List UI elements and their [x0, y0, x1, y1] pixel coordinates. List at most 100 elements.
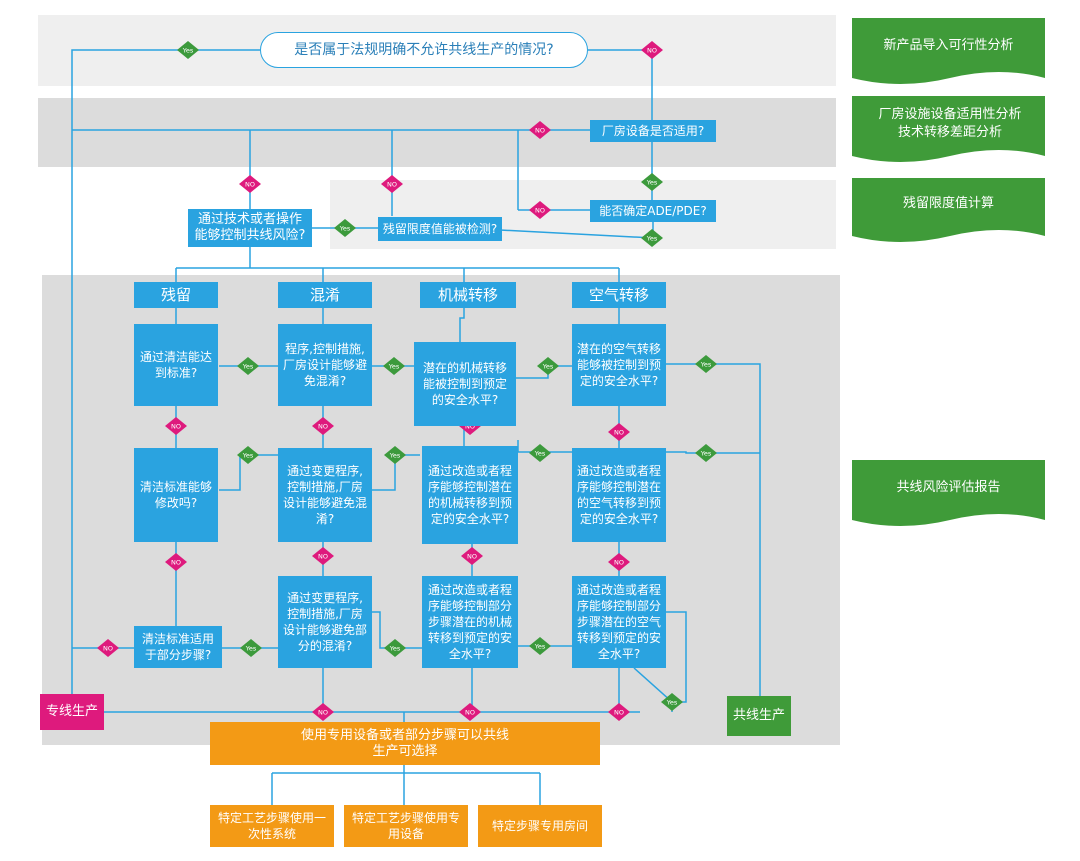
- no-diamond-shape: [529, 121, 551, 139]
- yes-diamond-label: Yes: [534, 643, 546, 651]
- mixup-avoid-question: 程序,控制措施,厂房设计能够避免混淆?: [278, 324, 372, 406]
- yes-diamond-label: Yes: [242, 452, 254, 460]
- yes-decision-diamond: Yes: [383, 357, 405, 375]
- no-decision-diamond: NO: [312, 417, 334, 435]
- no-diamond-label: NO: [171, 559, 181, 567]
- yes-diamond-label: Yes: [646, 179, 658, 187]
- regulation-question-box: 是否属于法规明确不允许共线生产的情况?: [260, 32, 588, 68]
- no-diamond-label: NO: [467, 553, 477, 561]
- no-decision-diamond: NO: [529, 121, 551, 139]
- no-decision-diamond: NO: [381, 175, 403, 193]
- yes-diamond-label: Yes: [666, 699, 678, 707]
- no-diamond-label: NO: [465, 709, 475, 717]
- no-diamond-label: NO: [465, 423, 475, 431]
- no-diamond-label: NO: [387, 181, 397, 189]
- air-partial-question: 通过改造或者程序能够控制部分步骤潜在的空气转移到预定的安全水平?: [572, 576, 666, 668]
- yes-diamond-shape: [695, 444, 717, 462]
- no-decision-diamond: NO: [461, 547, 483, 565]
- no-decision-diamond: NO: [165, 417, 187, 435]
- yes-diamond-label: Yes: [389, 645, 401, 653]
- residue-modify-question: 清洁标准能够修改吗?: [134, 448, 218, 542]
- no-diamond-shape: [608, 703, 630, 721]
- yes-diamond-shape: [641, 173, 663, 191]
- yes-diamond-shape: [383, 357, 405, 375]
- no-diamond-label: NO: [535, 207, 545, 215]
- yes-decision-diamond: Yes: [695, 444, 717, 462]
- category-header-mechanical: 机械转移: [420, 282, 516, 308]
- yes-diamond-shape: [384, 639, 406, 657]
- no-diamond-label: NO: [647, 47, 657, 55]
- yes-diamond-label: Yes: [245, 645, 257, 653]
- no-diamond-label: NO: [535, 127, 545, 135]
- yes-diamond-shape: [529, 444, 551, 462]
- shared-line-outcome: 共线生产: [727, 696, 791, 736]
- yes-decision-diamond: Yes: [695, 355, 717, 373]
- no-diamond-label: NO: [245, 181, 255, 189]
- yes-diamond-shape: [695, 355, 717, 373]
- yes-decision-diamond: Yes: [384, 639, 406, 657]
- no-diamond-shape: [529, 201, 551, 219]
- residue-detect-question-box: 残留限度值能被检测?: [378, 217, 502, 241]
- no-diamond-shape: [312, 703, 334, 721]
- yes-diamond-shape: [240, 639, 262, 657]
- yes-decision-diamond: Yes: [661, 693, 683, 711]
- yes-decision-diamond: Yes: [237, 357, 259, 375]
- no-decision-diamond: NO: [608, 553, 630, 571]
- no-diamond-shape: [459, 703, 481, 721]
- yes-diamond-label: Yes: [700, 361, 712, 369]
- no-decision-diamond: NO: [641, 41, 663, 59]
- side-doc-risk-report-label: 共线风险评估报告: [896, 480, 1001, 495]
- yes-diamond-label: Yes: [182, 47, 194, 55]
- yes-decision-diamond: Yes: [529, 444, 551, 462]
- yes-decision-diamond: Yes: [641, 229, 663, 247]
- yes-diamond-shape: [237, 357, 259, 375]
- no-diamond-label: NO: [318, 553, 328, 561]
- yes-diamond-label: Yes: [542, 363, 554, 371]
- no-diamond-label: NO: [318, 709, 328, 717]
- yes-decision-diamond: Yes: [641, 173, 663, 191]
- no-decision-diamond: NO: [312, 547, 334, 565]
- facility-question-box: 厂房设备是否适用?: [590, 120, 716, 142]
- yes-diamond-shape: [177, 41, 199, 59]
- no-diamond-label: NO: [614, 559, 624, 567]
- category-header-residue: 残留: [134, 282, 218, 308]
- no-diamond-label: NO: [318, 423, 328, 431]
- no-diamond-label: NO: [614, 429, 624, 437]
- ade-question-box: 能否确定ADE/PDE?: [590, 200, 716, 222]
- mechanical-partial-question: 通过改造或者程序能够控制部分步骤潜在的机械转移到预定的安全水平?: [422, 576, 518, 668]
- no-decision-diamond: NO: [312, 703, 334, 721]
- yes-diamond-shape: [529, 637, 551, 655]
- no-diamond-shape: [608, 423, 630, 441]
- yes-diamond-shape: [537, 357, 559, 375]
- yes-diamond-shape: [334, 219, 356, 237]
- mechanical-control-question: 潜在的机械转移能被控制到预定的安全水平?: [414, 342, 516, 426]
- yes-diamond-label: Yes: [242, 363, 254, 371]
- no-diamond-label: NO: [171, 423, 181, 431]
- option-single-use-systems: 特定工艺步骤使用一次性系统: [210, 805, 334, 847]
- option-dedicated-room: 特定步骤专用房间: [478, 805, 602, 847]
- options-outcome-box: 使用专用设备或者部分步骤可以共线生产可选择: [210, 722, 600, 765]
- yes-decision-diamond: Yes: [334, 219, 356, 237]
- no-decision-diamond: NO: [529, 201, 551, 219]
- yes-decision-diamond: Yes: [240, 639, 262, 657]
- side-doc-facility-analysis-label: 厂房设施设备适用性分析 技术转移差距分析: [878, 107, 1022, 140]
- air-modify-question: 通过改造或者程序能够控制潜在的空气转移到预定的安全水平?: [572, 448, 666, 542]
- no-diamond-label: NO: [614, 709, 624, 717]
- dedicated-line-outcome: 专线生产: [40, 694, 104, 730]
- yes-diamond-shape: [661, 693, 683, 711]
- no-decision-diamond: NO: [608, 423, 630, 441]
- no-decision-diamond: NO: [165, 553, 187, 571]
- no-diamond-shape: [312, 417, 334, 435]
- side-doc-limit-calc-label: 残留限度值计算: [902, 196, 994, 211]
- mechanical-modify-question: 通过改造或者程序能够控制潜在的机械转移到预定的安全水平?: [422, 446, 518, 544]
- yes-diamond-shape: [384, 446, 406, 464]
- control-risk-question-box: 通过技术或者操作能够控制共线风险?: [188, 209, 312, 247]
- yes-decision-diamond: Yes: [529, 637, 551, 655]
- residue-cleaning-question: 通过清洁能达到标准?: [134, 324, 218, 406]
- yes-diamond-label: Yes: [389, 452, 401, 460]
- no-diamond-shape: [239, 175, 261, 193]
- mixup-partial-question: 通过变更程序,控制措施,厂房设计能够避免部分的混淆?: [278, 576, 372, 668]
